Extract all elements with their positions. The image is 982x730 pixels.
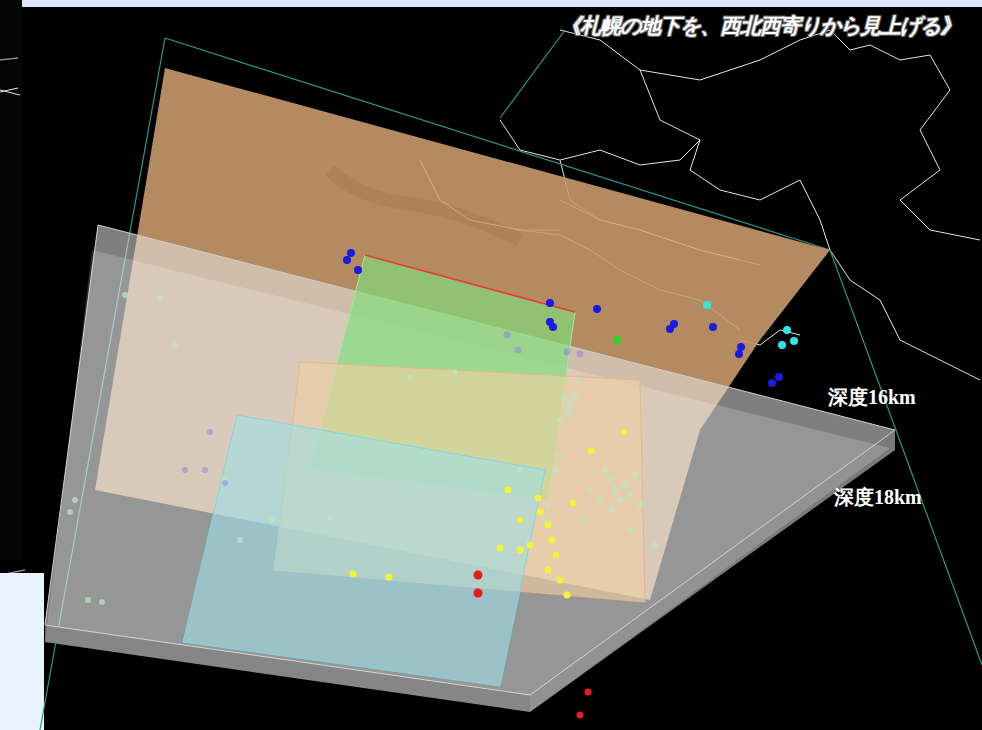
green-hypocenter (613, 336, 621, 344)
yellow-hypocenters (350, 429, 628, 599)
fault-plane (183, 415, 545, 686)
red-hypocenters (474, 571, 592, 719)
fault-trace (365, 255, 575, 312)
side-panel (0, 573, 44, 730)
depth-label: 深度18km (834, 484, 922, 511)
top-border (0, 0, 982, 7)
pale-hypocenters (67, 292, 658, 605)
terrain-relief (330, 170, 520, 240)
side-line (0, 58, 25, 575)
cyan-hypocenters (703, 301, 798, 349)
view-title: 《札幌の地下を、西北西寄りから見上げる》 (560, 12, 960, 40)
faint-blue-hypocenters (182, 332, 584, 487)
side-panel (0, 0, 22, 560)
depth-plane (45, 250, 890, 712)
depth-label: 深度16km (828, 384, 916, 411)
blue-hypocenters (343, 249, 783, 387)
bounding-box (40, 30, 982, 730)
